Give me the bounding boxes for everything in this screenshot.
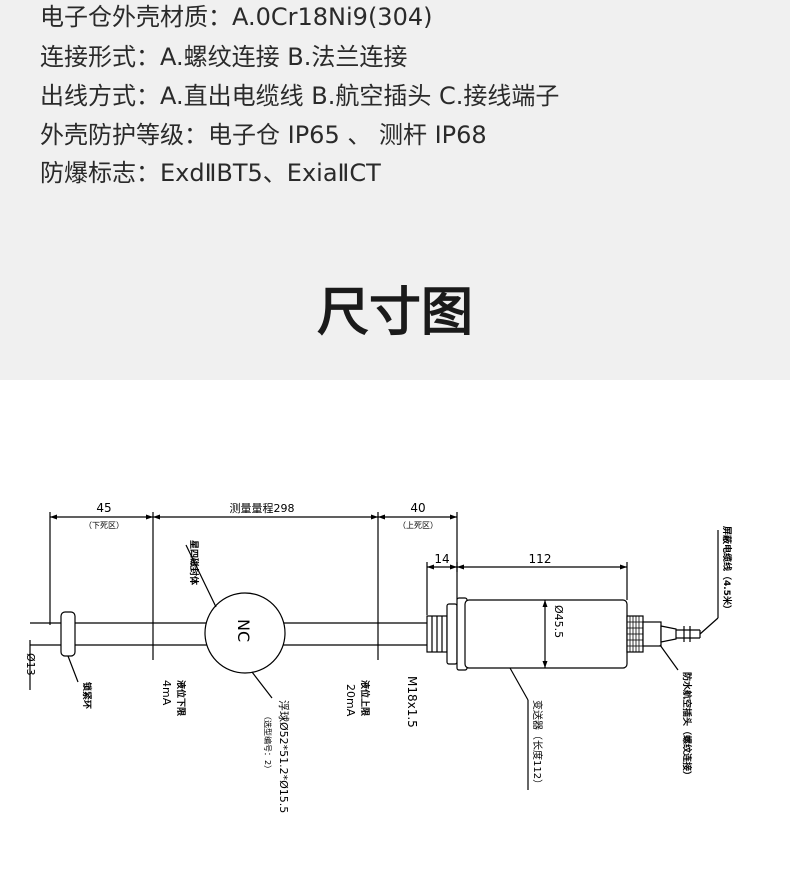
spec-line-explosion: 防爆标志：ExdⅡBT5、ExiaⅡCT [40,159,381,187]
label-4ma: 4mA [160,680,173,706]
dim-45-note: （下死区） [84,521,124,530]
dim-14: 14 [434,552,449,566]
spec-line-material: 电子仓外壳材质：A.0Cr18Ni9(304) [40,3,433,31]
label-connector: 防水航空插头（螺纹连接） [681,672,693,780]
dimension-drawing: 45 （下死区） 测量量程298 40 （上死区） 14 112 NC Ø45.… [24,501,733,813]
label-retainer: 锁紧环 [81,682,93,709]
label-transmitter: 变送器（长度112） [531,700,544,789]
float-label: NC [234,619,253,642]
label-low: 液位下限 [175,680,187,717]
label-thread: M18x1.5 [405,676,419,728]
label-float-note: （选型编号：2） [263,712,273,773]
spec-panel [0,0,790,380]
dim-40: 40 [410,501,425,515]
label-high: 液位上限 [359,680,371,717]
spec-line-connection: 连接形式：A.螺纹连接 B.法兰连接 [40,43,408,71]
dia-45-5: Ø45.5 [552,605,565,638]
dia-13: Ø13 [24,653,37,676]
dim-range: 测量量程298 [230,502,295,515]
dim-40-note: （上死区） [398,521,438,530]
label-cable: 屏蔽电缆线（4.5米） [721,526,733,614]
label-magnet: 星四磁封体 [188,540,200,586]
spec-line-output: 出线方式：A.直出电缆线 B.航空插头 C.接线端子 [40,82,560,110]
label-float: 浮球Ø52*51.2*Ø15.5 [277,700,291,813]
dim-112: 112 [529,552,552,566]
section-title: 尺寸图 [316,283,473,343]
dim-45: 45 [96,501,111,515]
spec-line-protection: 外壳防护等级：电子仓 IP65 、 测杆 IP68 [40,121,487,149]
label-20ma: 20mA [344,684,357,717]
